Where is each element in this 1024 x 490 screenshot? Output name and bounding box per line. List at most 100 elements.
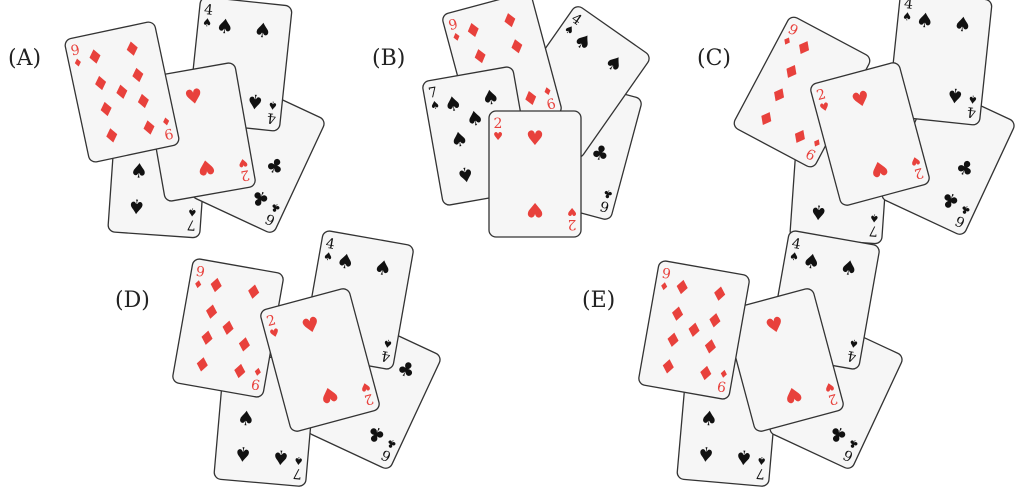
- heart-pip-icon: ♥: [299, 311, 323, 339]
- card-rank-label: 7: [292, 465, 302, 482]
- heart-icon: ♥: [823, 379, 836, 394]
- spade-pip-icon: ♠: [271, 445, 291, 470]
- card-face: [887, 0, 993, 126]
- heart-pip-icon: ♥: [526, 198, 544, 222]
- diamond-icon: ♦: [658, 279, 670, 294]
- card-six-clubs-a: 6♣♣♣: [191, 83, 325, 233]
- spade-pip-icon: ♠: [801, 248, 823, 275]
- spade-icon: ♠: [869, 211, 880, 225]
- spade-icon: ♠: [322, 249, 334, 264]
- diamond-pip-icon: ♦: [662, 326, 684, 353]
- card-corner-index: 4♠: [266, 98, 278, 126]
- heart-pip-icon: ♥: [849, 85, 873, 113]
- spade-icon: ♠: [267, 98, 278, 112]
- card-corner-index: 2♥: [237, 155, 251, 183]
- diamond-pip-icon: ♦: [89, 70, 112, 97]
- card-nine-diamonds-e: 9♦9♦♦♦♦♦♦♦♦♦♦: [638, 260, 750, 400]
- card-corner-index: 2♥: [823, 379, 839, 408]
- spade-pip-icon: ♠: [252, 17, 272, 43]
- card-corner-index: 7♠: [868, 211, 880, 239]
- diamond-pip-icon: ♦: [229, 357, 251, 384]
- card-rank-label: 9: [447, 16, 460, 34]
- card-face: [724, 288, 844, 432]
- spade-pip-icon: ♠: [215, 13, 235, 39]
- diamond-pip-icon: ♦: [683, 317, 705, 344]
- diamond-pip-icon: ♦: [667, 301, 689, 328]
- card-four-spades-c: 4♠4♠♠♠♠: [887, 0, 993, 126]
- diamond-icon: ♦: [718, 366, 730, 381]
- card-corner-index: 6♣: [598, 186, 615, 215]
- diamond-pip-icon: ♦: [462, 16, 486, 44]
- spade-pip-icon: ♠: [952, 11, 972, 37]
- spade-pip-icon: ♠: [127, 194, 147, 219]
- heart-icon: ♥: [493, 130, 503, 143]
- card-rank-label: 2: [912, 164, 925, 182]
- spade-pip-icon: ♠: [945, 83, 965, 109]
- panel-label-d: (D): [115, 288, 150, 313]
- diamond-pip-icon: ♦: [132, 87, 155, 114]
- card-corner-index: 9♦: [192, 264, 206, 292]
- spade-pip-icon: ♠: [699, 406, 719, 431]
- diamond-icon: ♦: [541, 83, 554, 98]
- diamond-pip-icon: ♦: [111, 78, 134, 105]
- spade-pip-icon: ♠: [245, 89, 265, 115]
- card-two-hearts-c: 2♥2♥♥♥: [810, 62, 930, 206]
- spade-pip-icon: ♠: [129, 158, 149, 183]
- diamond-pip-icon: ♦: [704, 307, 726, 334]
- heart-pip-icon: ♥: [782, 381, 806, 409]
- spade-pip-icon: ♠: [480, 84, 502, 111]
- heart-icon: ♥: [909, 153, 922, 168]
- card-corner-index: 9♦: [716, 366, 730, 394]
- card-nine-diamonds-d: 9♦9♦♦♦♦♦♦♦♦♦: [172, 258, 284, 398]
- club-icon: ♣: [602, 186, 615, 201]
- spade-pip-icon: ♠: [335, 248, 357, 275]
- diamond-pip-icon: ♦: [95, 95, 118, 122]
- spade-pip-icon: ♠: [915, 7, 935, 33]
- spade-pip-icon: ♠: [236, 406, 256, 431]
- card-rank-label: 7: [427, 85, 439, 102]
- card-rank-label: 2: [568, 216, 577, 232]
- spade-icon: ♠: [848, 336, 860, 351]
- heart-icon: ♥: [237, 155, 249, 170]
- heart-pip-icon: ♥: [526, 126, 544, 150]
- card-face: [810, 62, 930, 206]
- heart-pip-icon: ♥: [195, 154, 217, 181]
- spade-icon: ♠: [187, 205, 198, 219]
- diamond-pip-icon: ♦: [700, 333, 722, 360]
- heart-pip-icon: ♥: [183, 83, 205, 110]
- card-corner-index: 2♥: [265, 312, 281, 341]
- diamond-pip-icon: ♦: [469, 42, 493, 70]
- card-corner-index: 7♠: [427, 85, 441, 113]
- card-face: [488, 110, 582, 238]
- card-corner-index: 2♥: [493, 116, 503, 143]
- card-rank-label: 7: [755, 465, 765, 482]
- card-rank-label: 2: [826, 390, 839, 408]
- spade-pip-icon: ♠: [696, 441, 716, 466]
- diamond-pip-icon: ♦: [243, 279, 265, 306]
- card-rank-label: 4: [846, 347, 858, 364]
- spade-pip-icon: ♠: [809, 200, 829, 225]
- heart-icon: ♥: [359, 379, 372, 394]
- spade-icon: ♠: [967, 92, 978, 106]
- heart-icon: ♥: [268, 326, 281, 341]
- card-corner-index: 2♥: [909, 153, 925, 182]
- card-corner-index: 7♠: [755, 454, 767, 482]
- card-corner-index: 4♠: [322, 236, 336, 264]
- card-rank-label: 9: [544, 94, 557, 112]
- spade-icon: ♠: [202, 16, 213, 30]
- diamond-pip-icon: ♦: [196, 324, 218, 351]
- card-rank-label: 2: [239, 166, 251, 183]
- diamond-pip-icon: ♦: [138, 114, 161, 141]
- panel-label-a: (A): [8, 46, 42, 71]
- spade-pip-icon: ♠: [838, 254, 860, 281]
- spade-pip-icon: ♠: [233, 441, 253, 466]
- card-corner-index: 4♠: [202, 2, 214, 30]
- diamond-pip-icon: ♦: [657, 353, 679, 380]
- diamond-pip-icon: ♦: [205, 272, 227, 299]
- panel-label-b: (B): [372, 46, 406, 71]
- card-rank-label: 7: [868, 222, 878, 239]
- heart-icon: ♥: [567, 205, 577, 218]
- spade-icon: ♠: [756, 454, 767, 468]
- diamond-icon: ♦: [72, 56, 84, 71]
- club-pip-icon: ♣: [589, 139, 613, 167]
